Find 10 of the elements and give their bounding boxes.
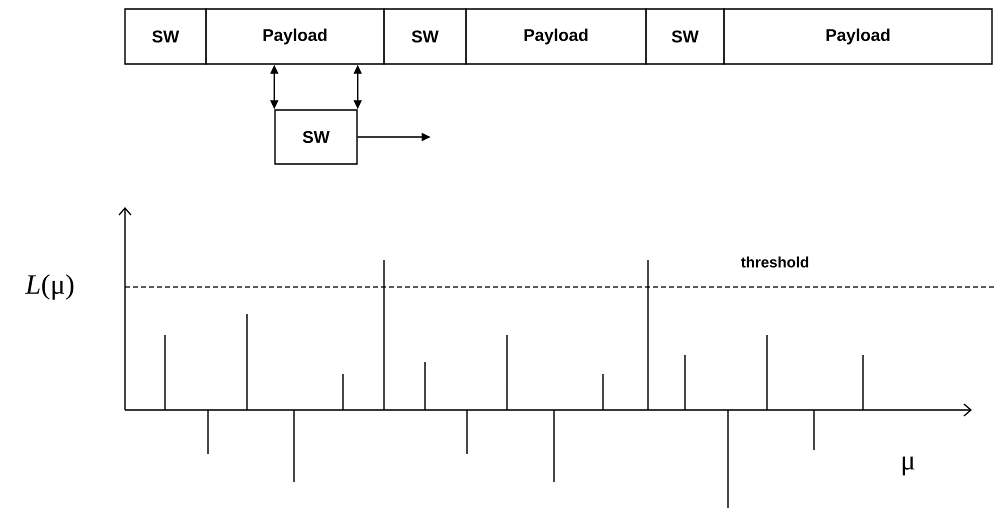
axis-label: L(μ): [25, 274, 74, 300]
frame-box: SW: [645, 8, 725, 65]
frame-box: SW: [124, 8, 207, 65]
frame-box: SW: [383, 8, 467, 65]
frame-box: Payload: [465, 8, 647, 65]
threshold-label: threshold: [741, 256, 808, 268]
sync-word-box: SW: [274, 109, 358, 165]
axis-label: μ: [902, 456, 914, 476]
frame-box: Payload: [205, 8, 385, 65]
frame-box: Payload: [723, 8, 993, 65]
